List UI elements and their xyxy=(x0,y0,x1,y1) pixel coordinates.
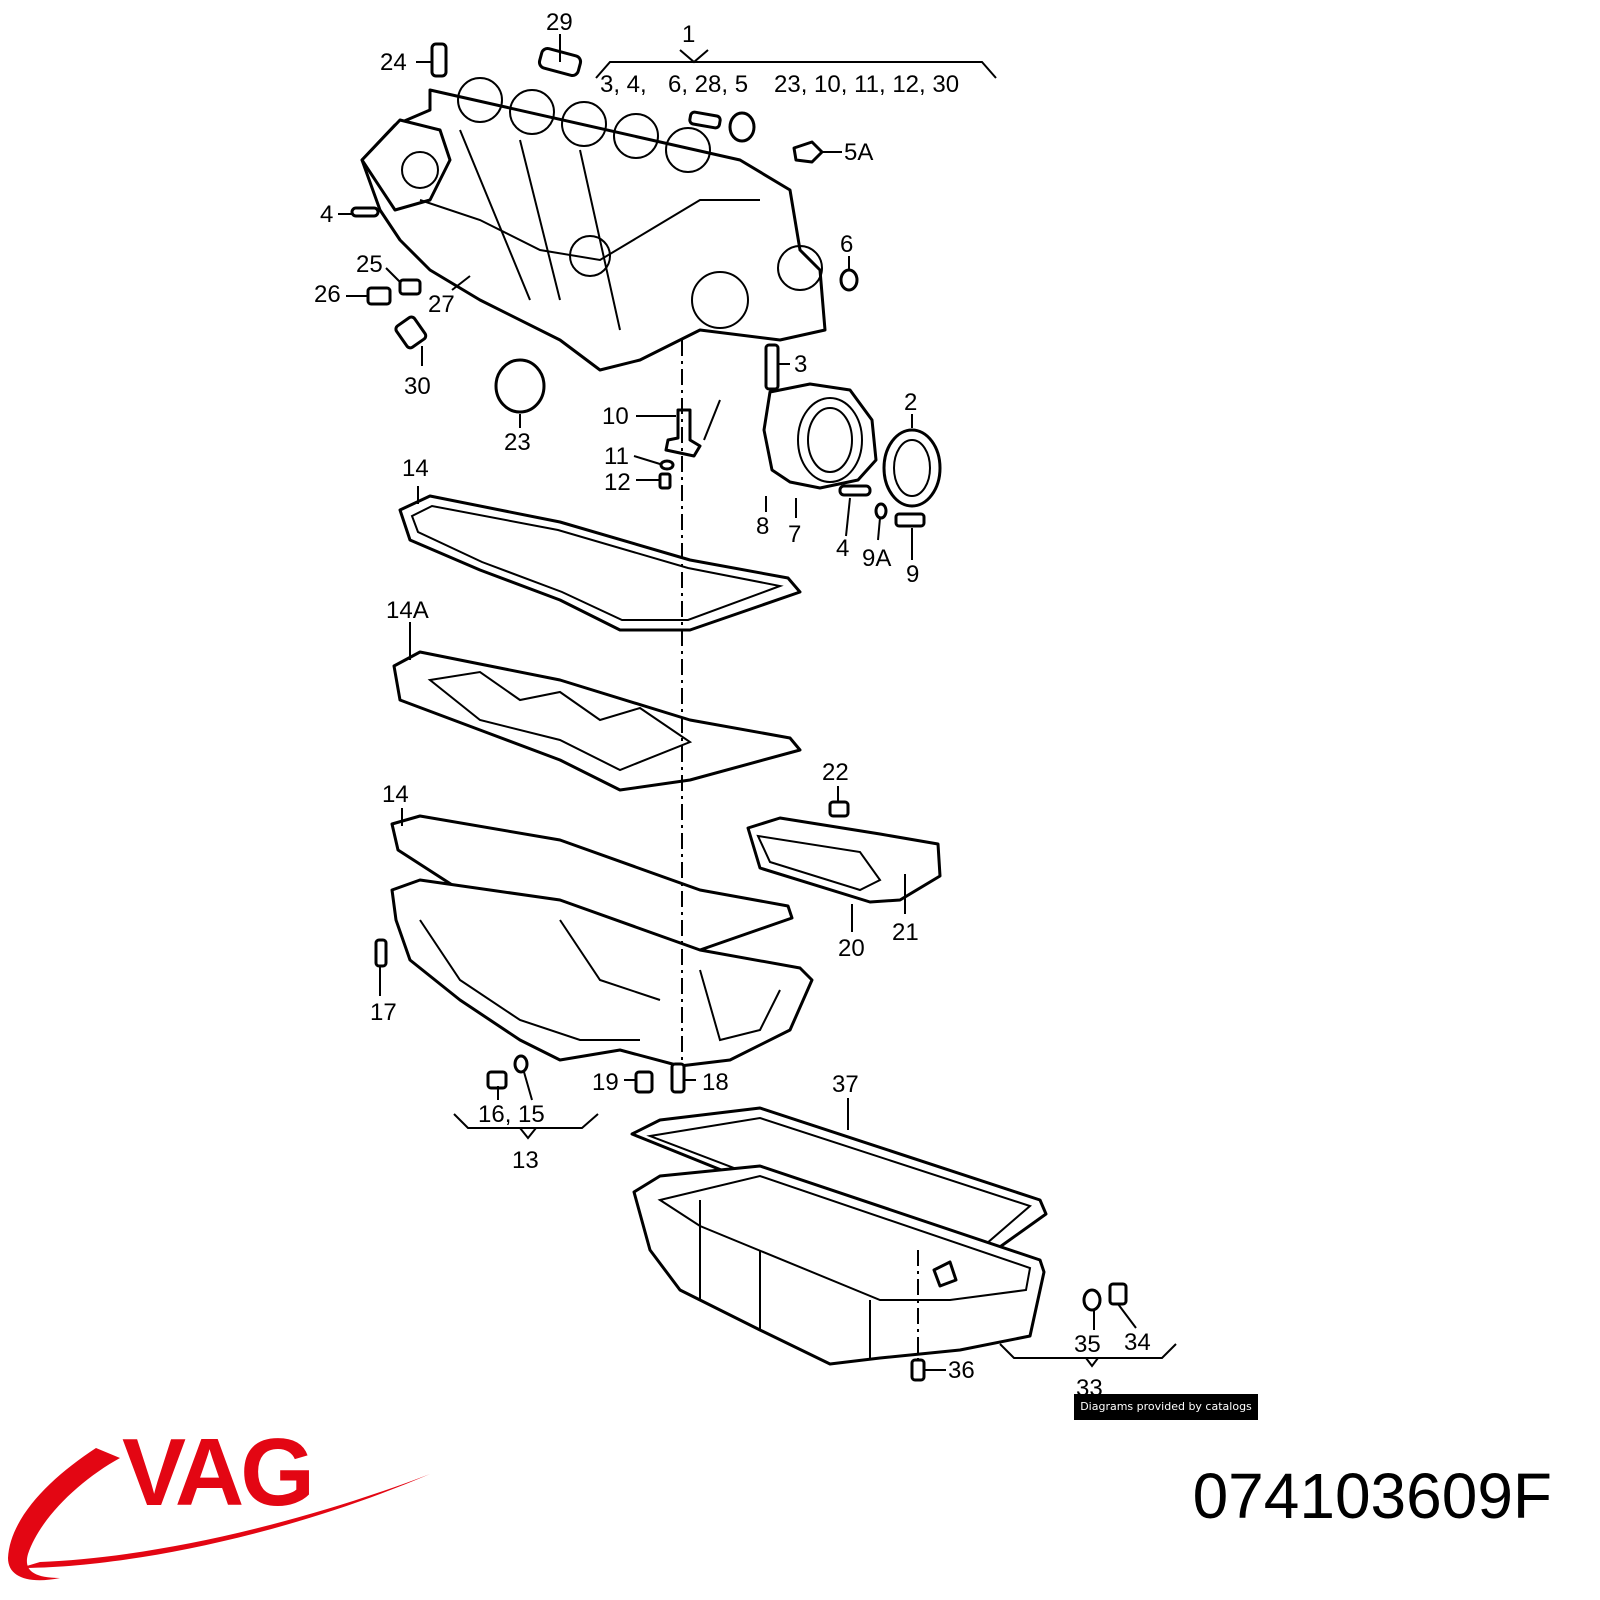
small-parts-bottom xyxy=(374,938,686,1094)
callout-29: 29 xyxy=(546,9,573,36)
callout-21: 21 xyxy=(892,919,919,946)
vag-logo-swoosh xyxy=(8,1448,430,1581)
callout-11: 11 xyxy=(604,443,629,470)
callout-16-15: 16, 15 xyxy=(478,1101,545,1128)
upper-gasket xyxy=(398,494,802,632)
callout-4-left: 4 xyxy=(320,201,333,228)
callout-8: 8 xyxy=(756,513,769,540)
baffle-gasket xyxy=(392,650,802,792)
leader-lines xyxy=(338,34,1177,1371)
callout-26: 26 xyxy=(314,281,341,308)
rear-seal-flange xyxy=(762,382,942,528)
callout-5A: 5A xyxy=(844,139,873,166)
brand-name: VAG xyxy=(122,1419,315,1526)
callout-labels: 29 1 3, 4, 6, 28, 5 23, 10, 11, 12, 30 2… xyxy=(314,9,1151,1402)
callout-35: 35 xyxy=(1074,1331,1101,1358)
callout-3-4: 3, 4, xyxy=(600,71,647,98)
callout-1: 1 xyxy=(682,21,695,48)
callout-27: 27 xyxy=(428,291,455,318)
callout-13: 13 xyxy=(512,1147,539,1174)
callout-14-bottom: 14 xyxy=(382,781,409,808)
callout-6: 6 xyxy=(840,231,853,258)
callout-9: 9 xyxy=(906,561,919,588)
callout-2: 2 xyxy=(904,389,917,416)
callout-10: 10 xyxy=(602,403,629,430)
callout-6-28-5: 6, 28, 5 xyxy=(668,71,748,98)
callout-23-10-11-12-30: 23, 10, 11, 12, 30 xyxy=(774,71,959,98)
callout-9A: 9A xyxy=(862,545,891,572)
callout-18: 18 xyxy=(702,1069,729,1096)
callout-37: 37 xyxy=(832,1071,859,1098)
lower-oil-pan xyxy=(632,1164,1128,1382)
engine-block xyxy=(360,77,827,372)
callout-17: 17 xyxy=(370,999,397,1026)
callout-19: 19 xyxy=(592,1069,619,1096)
callout-12: 12 xyxy=(604,469,631,496)
part-number: 074103609F xyxy=(1192,1460,1552,1532)
diagram-credit-label: Diagrams provided by catalogs parts xyxy=(1074,1394,1258,1439)
upper-oil-pan xyxy=(390,814,814,1068)
callout-30: 30 xyxy=(404,373,431,400)
callout-14A: 14A xyxy=(386,597,429,624)
callout-22: 22 xyxy=(822,759,849,786)
small-parts-top xyxy=(350,42,859,490)
callout-25: 25 xyxy=(356,251,383,278)
oil-pump-housing xyxy=(746,800,942,904)
callout-23: 23 xyxy=(504,429,531,456)
callout-34: 34 xyxy=(1124,1329,1151,1356)
callout-14-top: 14 xyxy=(402,455,429,482)
callout-7: 7 xyxy=(788,521,801,548)
callout-4-right: 4 xyxy=(836,535,849,562)
callout-24: 24 xyxy=(380,49,407,76)
callout-3: 3 xyxy=(794,351,807,378)
callout-36: 36 xyxy=(948,1357,975,1384)
callout-20: 20 xyxy=(838,935,865,962)
